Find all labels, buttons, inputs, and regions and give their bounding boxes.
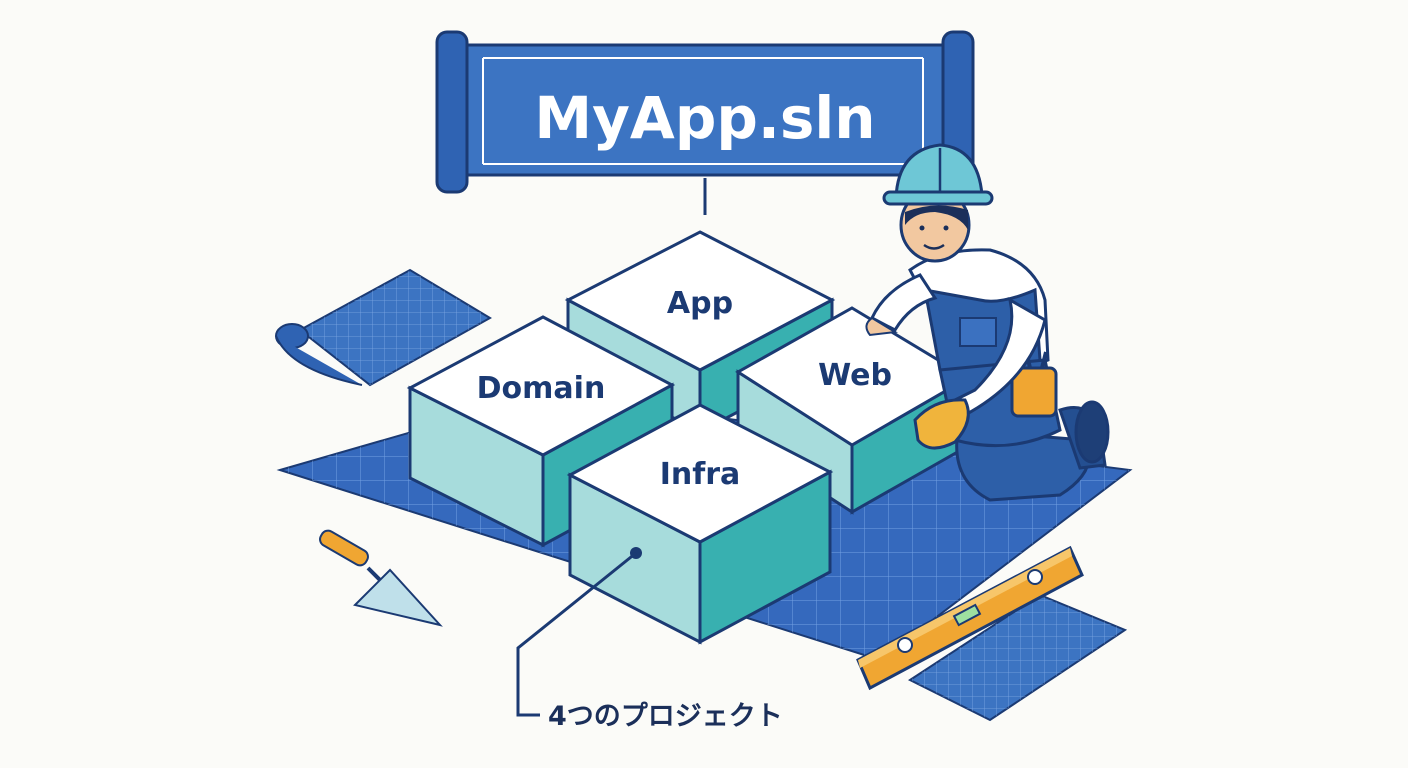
trowel-icon bbox=[319, 529, 443, 627]
blueprint-roll-icon bbox=[275, 268, 492, 387]
project-label-domain: Domain bbox=[477, 371, 606, 406]
level-tool-icon bbox=[856, 545, 1084, 691]
project-label-app: App bbox=[667, 286, 733, 321]
solution-banner: MyApp.sln bbox=[435, 30, 975, 215]
project-label-web: Web bbox=[818, 358, 892, 393]
callout-leader bbox=[516, 547, 642, 717]
project-label-infra: Infra bbox=[660, 457, 741, 492]
worker-icon bbox=[865, 143, 1110, 502]
blueprint-sheet-icon bbox=[907, 593, 1128, 722]
hardhat-icon bbox=[882, 143, 994, 206]
solution-title: MyApp.sln bbox=[534, 84, 875, 152]
project-count-caption: 4つのプロジェクト bbox=[548, 701, 783, 732]
